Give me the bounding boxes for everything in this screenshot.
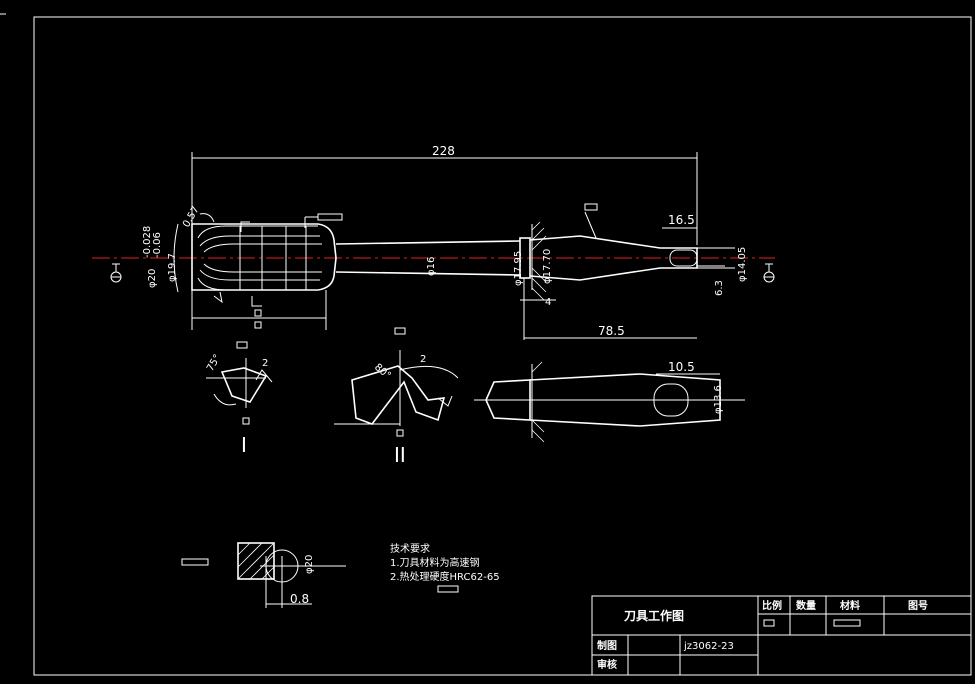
roman-II: II <box>394 443 406 467</box>
notes-line-1: 技术要求 <box>390 542 430 555</box>
header-quantity: 数量 <box>796 599 816 612</box>
notes-line-2: 1.刀具材料为高速钢 <box>390 556 480 569</box>
drawing-code: jz3062-23 <box>683 641 734 652</box>
dim-dia-19-7: φ19.7 <box>167 253 178 282</box>
header-material: 材料 <box>840 599 860 612</box>
technical-notes: 技术要求 1.刀具材料为高速钢 2.热处理硬度HRC62-65 <box>390 542 500 593</box>
label-drawn-by: 制图 <box>597 639 617 652</box>
drawing-border <box>33 16 972 676</box>
dim-2-b: 2 <box>420 354 426 365</box>
angle-80: 80° <box>372 362 393 382</box>
dim-dia-14: φ14.05 <box>737 247 748 282</box>
dim-0-57: 0.57 <box>181 205 202 230</box>
section-marker-left <box>110 263 122 283</box>
main-view: 228 <box>92 144 775 340</box>
notes-line-3: 2.热处理硬度HRC62-65 <box>390 570 500 583</box>
dim-tol-upper: -0.028 <box>142 226 153 258</box>
angle-75: 75° <box>205 353 223 374</box>
section-marker-right <box>763 263 775 283</box>
tool-head-outline <box>191 223 337 291</box>
dim-overall-length: 228 <box>432 144 455 158</box>
taper-shank <box>529 235 698 281</box>
title-block: 刀具工作图 比例 数量 材料 图号 制图 审核 jz3062-23 <box>591 595 972 676</box>
dim-dia-17-95: φ17.95 <box>513 251 524 286</box>
section-view-2: 80° 2 II <box>334 327 459 467</box>
dim-78-5: 78.5 <box>598 324 625 338</box>
header-drawing-no: 图号 <box>908 600 928 612</box>
roman-I: I <box>241 433 247 457</box>
title-block-title: 刀具工作图 <box>624 608 684 623</box>
shank-detail-view: 10.5 φ13.6 <box>474 360 745 443</box>
section-view-1: 75° 2 I <box>205 341 273 457</box>
label-checked-by: 审核 <box>597 658 617 671</box>
dim-16-5: 16.5 <box>668 213 695 227</box>
edge-detail-view: 0.8 φ20 <box>181 542 346 608</box>
dim-dia-17-70: φ17.70 <box>542 249 553 284</box>
dim-tol-lower: -0.06 <box>152 232 163 258</box>
dim-2-a: 2 <box>262 358 268 369</box>
dim-dia-20: φ20 <box>147 269 158 288</box>
dim-dia-16: φ16 <box>426 257 437 276</box>
dim-dia-13-6: φ13.6 <box>713 385 724 414</box>
dim-0-8: 0.8 <box>290 592 309 606</box>
dim-dia-20-detail: φ20 <box>304 555 315 574</box>
dim-6-3: 6.3 <box>714 280 725 296</box>
dim-4: 4 <box>545 297 551 308</box>
dim-10-5: 10.5 <box>668 360 695 374</box>
header-scale: 比例 <box>762 599 782 612</box>
